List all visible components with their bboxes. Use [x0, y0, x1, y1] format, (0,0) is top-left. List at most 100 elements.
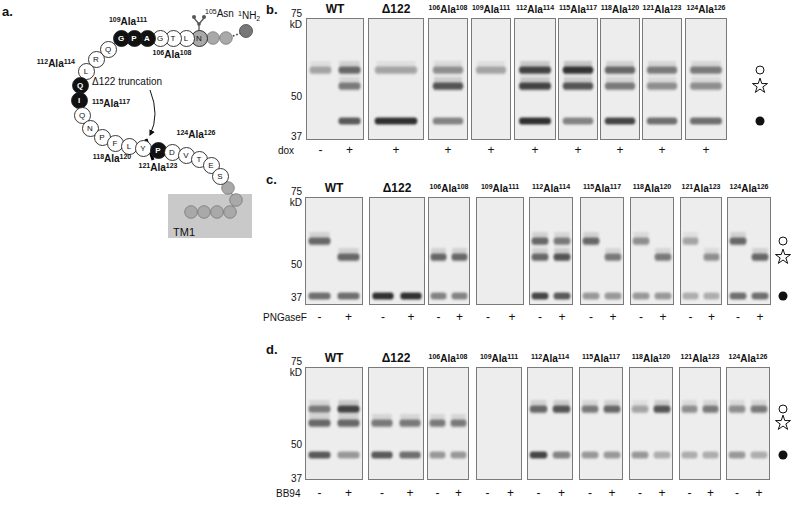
band-smear [648, 77, 676, 91]
band-smear [339, 77, 359, 91]
treatment-sign: - [689, 311, 693, 324]
residue-circle: P [150, 142, 167, 159]
blot-panel: 109Ala111 [471, 18, 511, 140]
circle-shape [71, 92, 87, 108]
size-marker: 37 [291, 473, 302, 484]
superscript: 124 [177, 129, 189, 136]
mutation-label: 115Ala117 [92, 98, 130, 109]
n-terminus-residue [240, 25, 253, 38]
residue-circle [198, 206, 211, 219]
residue-letter: L [121, 138, 138, 155]
text-run: Ala [593, 353, 609, 364]
band-smear [376, 61, 415, 75]
protein-band [431, 293, 447, 300]
blot-background [305, 197, 363, 305]
band-smear [310, 61, 330, 75]
residue-circle [224, 206, 237, 219]
residue-circle: N [82, 120, 99, 137]
residue-circle [220, 32, 233, 45]
treatment-sign: + [756, 311, 763, 324]
lane-heading: 112Ala114 [509, 182, 593, 196]
protein-band [451, 452, 467, 459]
residue-letter: L [78, 63, 95, 80]
lane-heading: 115Ala117 [560, 182, 644, 196]
band-smear [553, 400, 569, 414]
treatment-sign: + [407, 311, 414, 324]
text-run: Ala [740, 353, 756, 364]
band-smear [691, 77, 720, 91]
protein-band [583, 293, 600, 300]
superscript: 106 [153, 49, 165, 56]
superscript: 118 [633, 183, 644, 190]
blot-panel: Δ122 [368, 367, 424, 480]
residue-circle: Q [100, 41, 117, 58]
residue-circle: L [178, 30, 195, 47]
superscript: 109 [109, 16, 121, 23]
superscript: 112 [532, 183, 543, 190]
blot-panel: 124Ala126 [685, 18, 727, 140]
band-smear [400, 414, 420, 428]
blot-panel: WT [305, 367, 363, 480]
band-smear [683, 232, 698, 246]
protein-band [530, 452, 547, 459]
blot-panel: 118Ala120 [630, 197, 674, 305]
superscript: 123 [708, 353, 720, 360]
residue-circle: T [165, 30, 182, 47]
treatment-sign: + [531, 144, 538, 157]
residue-circle [230, 194, 243, 207]
residue-circle: A [139, 30, 156, 47]
residue-letter: T [165, 30, 182, 47]
treatment-sign: - [486, 487, 490, 500]
protein-band [682, 452, 698, 459]
treatment-sign: - [639, 311, 643, 324]
lane-heading: 124Ala126 [666, 3, 746, 17]
band-smear [655, 248, 670, 262]
protein-band [647, 118, 677, 125]
treatment-sign: - [380, 487, 384, 500]
superscript: 109 [472, 4, 484, 11]
superscript: 121 [139, 162, 151, 169]
text-run: Ala [484, 4, 500, 15]
residue-circle: L [78, 63, 95, 80]
treatment-sign: + [508, 311, 515, 324]
residue-letter: Q [74, 107, 91, 124]
residue-letter: S [212, 168, 229, 185]
text-run: Ala [440, 4, 456, 15]
size-marker: 50 [291, 259, 302, 270]
band-smear [648, 61, 676, 75]
protein-band [338, 118, 360, 125]
band-smear [703, 400, 718, 414]
residue-circle: P [94, 129, 111, 146]
protein-band [703, 452, 719, 459]
residue-circle: P [126, 30, 143, 47]
residue-letter: R [88, 51, 105, 68]
circle-shape [72, 77, 88, 93]
lane-heading: 124Ala126 [707, 182, 791, 196]
band-smear [431, 248, 446, 262]
lane-heading: 118Ala120 [609, 352, 693, 366]
treatment-sign: - [381, 311, 385, 324]
treatment-sign: - [436, 487, 440, 500]
treatment-sign: - [537, 487, 541, 500]
unlabelled-residues [185, 32, 243, 219]
text-run: Ala [594, 183, 610, 194]
treatment-sign: + [659, 311, 666, 324]
superscript: 124 [729, 353, 741, 360]
band-smear [564, 61, 592, 75]
blot-panel: 109Ala111 [476, 367, 522, 480]
residue-letter: L [178, 30, 195, 47]
residue-letter: N [82, 120, 99, 137]
blot-background [368, 18, 424, 140]
treatment-sign: - [688, 487, 692, 500]
protein-band [730, 293, 747, 300]
treatment-sign: + [406, 487, 413, 500]
size-marker: 37 [291, 292, 302, 303]
lane-heading: 112Ala114 [506, 352, 594, 366]
circle-shape [121, 138, 137, 154]
band-smear [604, 400, 619, 414]
lane-heading: 106Ala108 [408, 352, 488, 366]
text-run: Ala [543, 183, 559, 194]
residue-letter: Q [72, 77, 89, 94]
band-smear [730, 232, 745, 246]
text-run: Ala [121, 16, 137, 27]
